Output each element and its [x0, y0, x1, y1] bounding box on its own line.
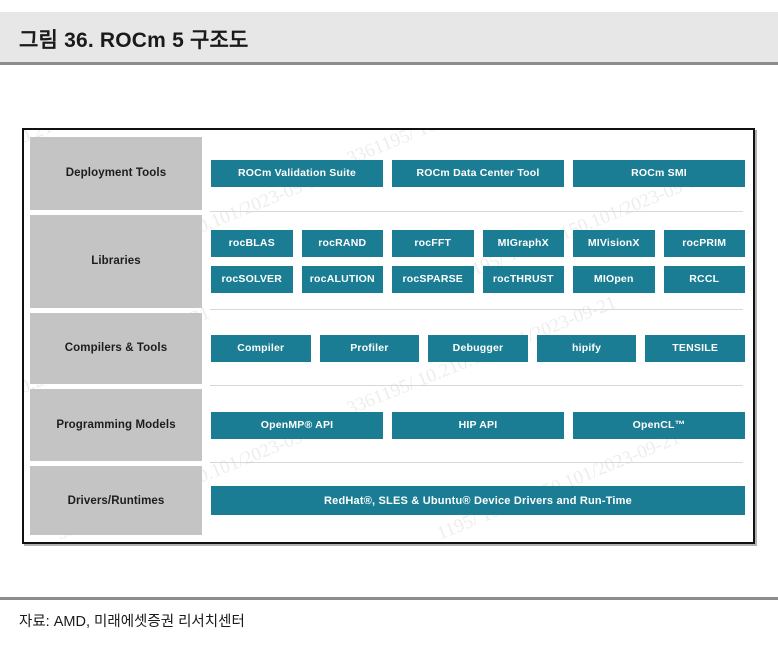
- row-content-drivers-runtimes: RedHat®, SLES & Ubuntu® Device Drivers a…: [202, 466, 745, 535]
- component-chip[interactable]: OpenMP® API: [211, 411, 383, 439]
- component-chip[interactable]: OpenCL™: [573, 411, 745, 439]
- header-divider-rule: [0, 62, 778, 65]
- component-chip[interactable]: MIGraphX: [482, 229, 564, 257]
- row-content-compilers-tools: Compiler Profiler Debugger hipify TENSILE: [202, 313, 745, 384]
- row-divider: [210, 462, 743, 464]
- row-label-programming-models: Programming Models: [30, 388, 202, 462]
- component-chip[interactable]: rocSPARSE: [392, 265, 474, 293]
- diagram-row-drivers-runtimes: Drivers/Runtimes RedHat®, SLES & Ubuntu® …: [30, 462, 745, 536]
- component-chip[interactable]: rocSOLVER: [211, 265, 293, 293]
- component-chip[interactable]: Debugger: [428, 334, 528, 362]
- row-label-libraries: Libraries: [30, 214, 202, 309]
- component-chip[interactable]: rocBLAS: [211, 229, 293, 257]
- row-divider: [210, 384, 743, 386]
- chip-line: Compiler Profiler Debugger hipify TENSILE: [211, 334, 745, 362]
- chip-line: rocSOLVER rocALUTION rocSPARSE rocTHRUST MIO…: [211, 265, 745, 293]
- component-chip[interactable]: rocPRIM: [663, 229, 745, 257]
- diagram-row-libraries: Libraries rocBLAS rocRAND rocFFT MIGraphX MIV…: [30, 210, 745, 309]
- component-chip[interactable]: ROCm Data Center Tool: [392, 159, 564, 187]
- component-chip[interactable]: MIVisionX: [573, 229, 655, 257]
- component-chip[interactable]: RCCL: [663, 265, 745, 293]
- component-chip[interactable]: HIP API: [392, 411, 564, 439]
- component-chip[interactable]: TENSILE: [645, 334, 745, 362]
- figure-header-band: [0, 12, 778, 62]
- component-chip[interactable]: ROCm Validation Suite: [211, 159, 383, 187]
- component-chip[interactable]: MIOpen: [573, 265, 655, 293]
- component-chip[interactable]: ROCm SMI: [573, 159, 745, 187]
- component-chip[interactable]: rocTHRUST: [482, 265, 564, 293]
- page-title: 그림 36. ROCm 5 구조도: [19, 29, 249, 52]
- chip-line: OpenMP® API HIP API OpenCL™: [211, 411, 745, 439]
- row-divider: [210, 210, 743, 212]
- component-chip[interactable]: Compiler: [211, 334, 311, 362]
- row-label-drivers-runtimes: Drivers/Runtimes: [30, 466, 202, 536]
- footer-divider-rule: [0, 597, 778, 600]
- row-content-deployment-tools: ROCm Validation Suite ROCm Data Center To…: [202, 137, 745, 210]
- row-label-compilers-tools: Compilers & Tools: [30, 313, 202, 384]
- diagram-row-compilers-tools: Compilers & Tools Compiler Profiler Debugge…: [30, 309, 745, 384]
- component-chip[interactable]: Profiler: [319, 334, 420, 362]
- chip-line: RedHat®, SLES & Ubuntu® Device Drivers a…: [211, 486, 745, 516]
- component-chip[interactable]: hipify: [536, 334, 637, 362]
- row-content-libraries: rocBLAS rocRAND rocFFT MIGraphX MIVisionX roc…: [202, 215, 745, 309]
- row-label-deployment-tools: Deployment Tools: [30, 137, 202, 210]
- row-content-programming-models: OpenMP® API HIP API OpenCL™: [202, 389, 745, 462]
- rocm-stack-diagram: 1195/ 10.210.150.101/2023-09-213361195/ …: [22, 128, 755, 544]
- source-note: 자료: AMD, 미래에셋증권 리서치센터: [19, 614, 245, 630]
- chip-line: rocBLAS rocRAND rocFFT MIGraphX MIVisionX roc…: [211, 229, 745, 257]
- component-chip[interactable]: rocRAND: [301, 229, 383, 257]
- row-divider: [210, 309, 743, 311]
- component-chip[interactable]: rocALUTION: [301, 265, 383, 293]
- chip-line: ROCm Validation Suite ROCm Data Center To…: [211, 159, 745, 187]
- component-chip[interactable]: rocFFT: [392, 229, 474, 257]
- component-chip[interactable]: RedHat®, SLES & Ubuntu® Device Drivers a…: [211, 486, 745, 516]
